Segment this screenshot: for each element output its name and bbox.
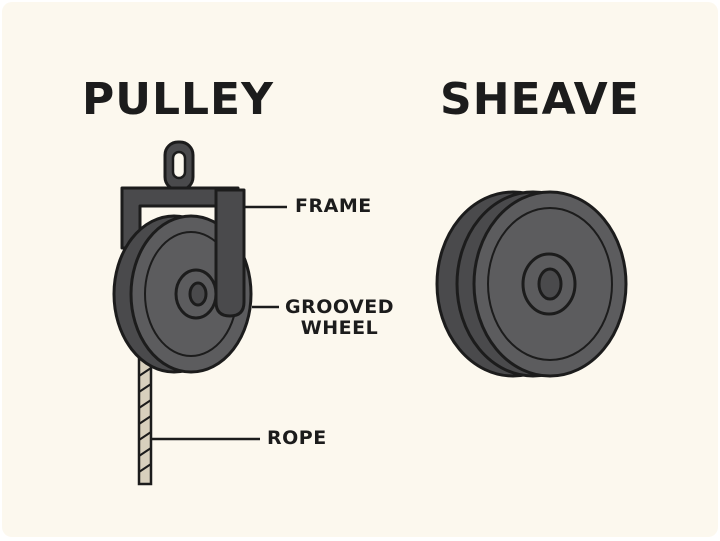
frame-front-arm (214, 188, 246, 318)
frame-mount-loop (163, 140, 195, 192)
sheave-title: SHEAVE (440, 74, 640, 125)
sheave-wheel (435, 190, 628, 378)
grooved-wheel-label: GROOVED WHEEL (285, 296, 394, 339)
rope-label: ROPE (267, 427, 327, 449)
frame-label: FRAME (295, 195, 372, 217)
pulley-assembly (112, 140, 287, 486)
pulley-title: PULLEY (82, 74, 274, 125)
frame-back-arm (120, 186, 240, 250)
